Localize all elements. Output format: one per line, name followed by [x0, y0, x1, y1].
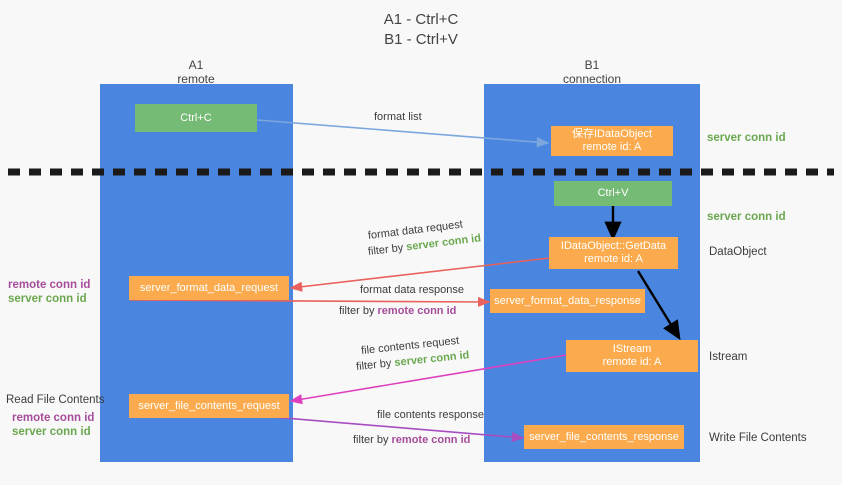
edge-label-file-contents-response: file contents response [377, 409, 485, 421]
box-server-format-data-request[interactable]: server_format_data_request [129, 276, 289, 300]
box-idataobject-getdata[interactable]: IDataObject::GetData remote id: A [549, 237, 678, 269]
edge-label-format-list: format list [374, 111, 422, 123]
box-save-idataobject-line1: 保存IDataObject [571, 128, 653, 140]
filter-prefix: filter by [353, 434, 392, 446]
label-server-conn-id-mid: server conn id [707, 211, 786, 223]
filter-value-remote-conn-id: remote conn id [377, 305, 457, 317]
box-save-idataobject[interactable]: 保存IDataObject remote id: A [551, 126, 673, 156]
column-a1-sub: remote [177, 72, 215, 86]
box-ctrl-c-label: Ctrl+C [180, 111, 212, 124]
box-server-file-contents-request-label: server_file_contents_request [138, 399, 280, 412]
edge-label-format-data-response: format data response [360, 284, 464, 296]
column-b1-sub: connection [562, 72, 622, 86]
label-write-file-contents: Write File Contents [709, 432, 807, 444]
label-istream: Istream [709, 351, 748, 363]
title-line-2: B1 - Ctrl+V [384, 31, 458, 48]
label-remote-conn-id-upper: remote conn id [8, 279, 91, 291]
column-header-b1: B1 connection [492, 58, 692, 86]
box-server-format-data-response-label: server_format_data_response [494, 294, 641, 307]
label-server-conn-id-upper: server conn id [8, 293, 87, 305]
box-istream-line2: remote id: A [602, 356, 662, 368]
edge-label-format-data-response-filter: filter by remote conn id [339, 304, 456, 319]
edge-label-file-contents-response-filter: filter by remote conn id [353, 433, 470, 448]
label-read-file-contents: Read File Contents [6, 394, 105, 406]
box-istream-line1: IStream [612, 343, 652, 355]
filter-prefix: filter by [339, 305, 378, 317]
box-ctrl-c[interactable]: Ctrl+C [135, 104, 257, 132]
label-remote-conn-id-lower: remote conn id [12, 412, 95, 424]
label-dataobject: DataObject [709, 246, 767, 258]
box-getdata-line2: remote id: A [584, 253, 643, 265]
title-line-1: A1 - Ctrl+C [383, 11, 459, 28]
box-getdata-line1: IDataObject::GetData [560, 240, 667, 252]
diagram-title: A1 - Ctrl+C B1 - Ctrl+V [0, 10, 842, 50]
filter-value-remote-conn-id: remote conn id [391, 434, 471, 446]
filter-prefix: filter by [355, 357, 396, 374]
box-ctrl-v[interactable]: Ctrl+V [554, 181, 672, 206]
box-server-file-contents-request[interactable]: server_file_contents_request [129, 394, 289, 418]
box-save-idataobject-line2: remote id: A [582, 141, 642, 153]
column-header-a1: A1 remote [96, 58, 296, 86]
box-server-file-contents-response-label: server_file_contents_response [529, 430, 679, 443]
column-b1-name: B1 [584, 58, 600, 72]
box-istream[interactable]: IStream remote id: A [566, 340, 698, 372]
box-ctrl-v-label: Ctrl+V [597, 187, 629, 199]
filter-prefix: filter by [367, 241, 407, 259]
column-a1-name: A1 [188, 58, 204, 72]
box-server-format-data-request-label: server_format_data_request [139, 281, 279, 294]
label-server-conn-id-lower: server conn id [12, 426, 91, 438]
box-server-file-contents-response[interactable]: server_file_contents_response [524, 425, 684, 449]
box-server-format-data-response[interactable]: server_format_data_response [490, 289, 645, 313]
label-server-conn-id-top: server conn id [707, 132, 786, 144]
